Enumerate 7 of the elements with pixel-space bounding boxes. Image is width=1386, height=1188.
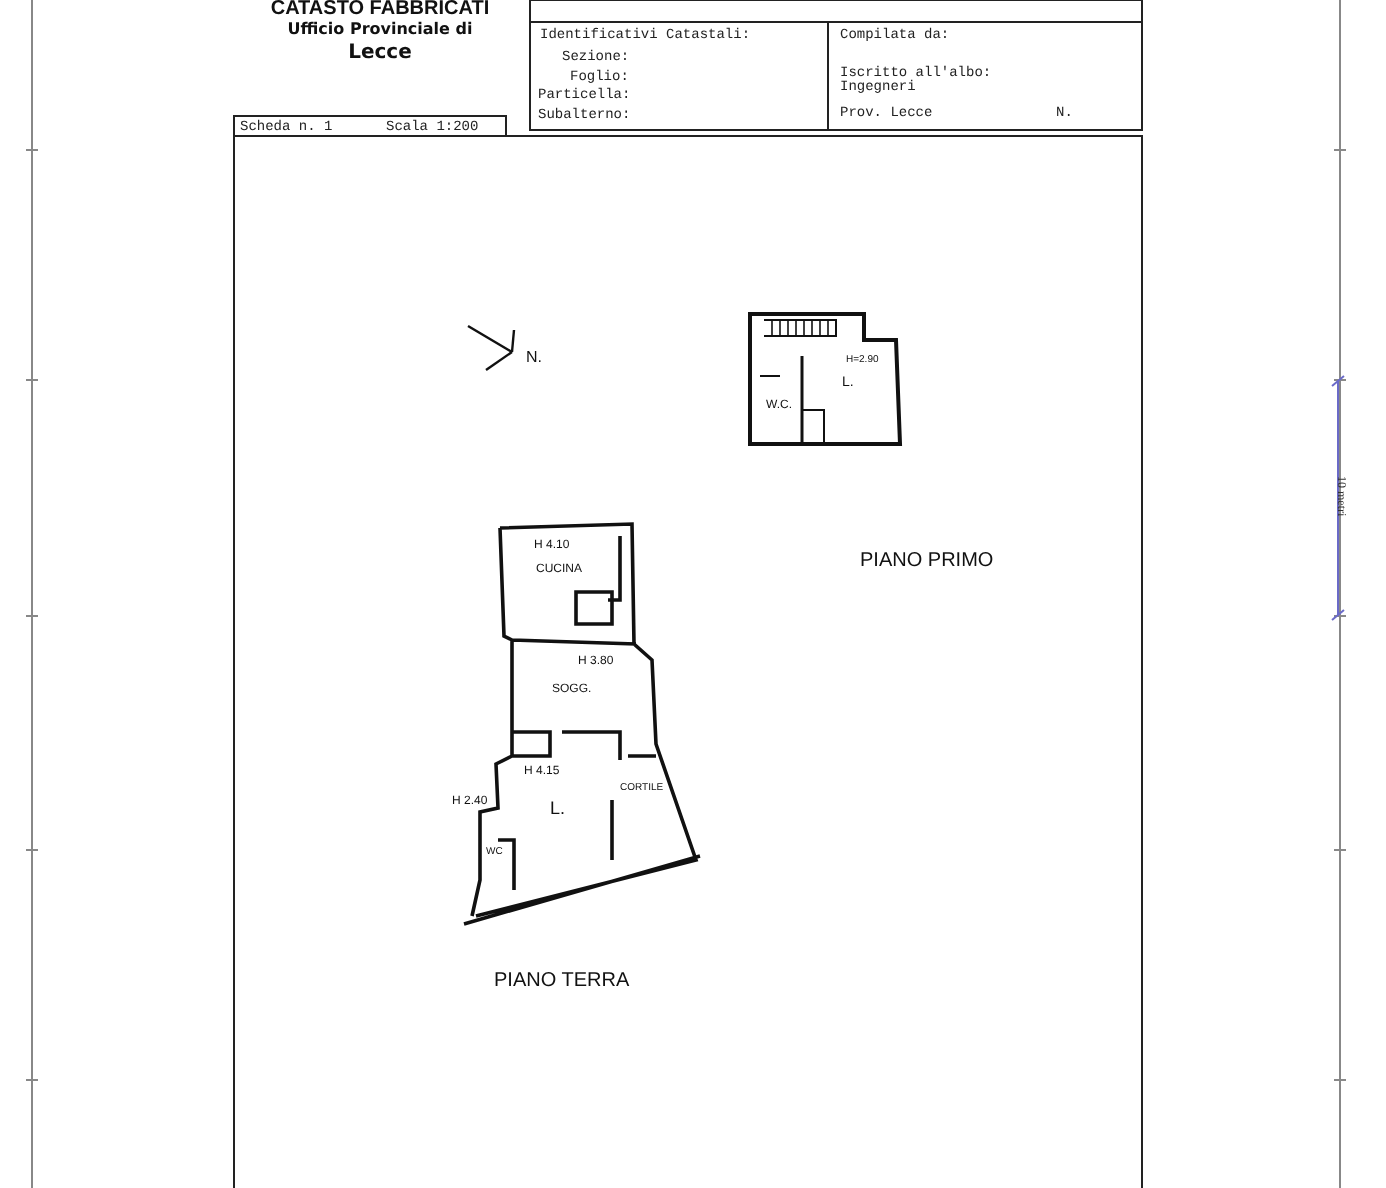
plan-label: PIANO PRIMO: [860, 552, 994, 572]
title: CATASTO FABBRICATI: [268, 0, 492, 20]
plan-label: L.: [550, 800, 566, 818]
plan-label: N.: [526, 350, 542, 366]
header-text: Lecce: [346, 42, 414, 64]
plan-label: PIANO TERRA: [494, 972, 630, 992]
header-text: Ufficio Provinciale di: [285, 20, 475, 38]
